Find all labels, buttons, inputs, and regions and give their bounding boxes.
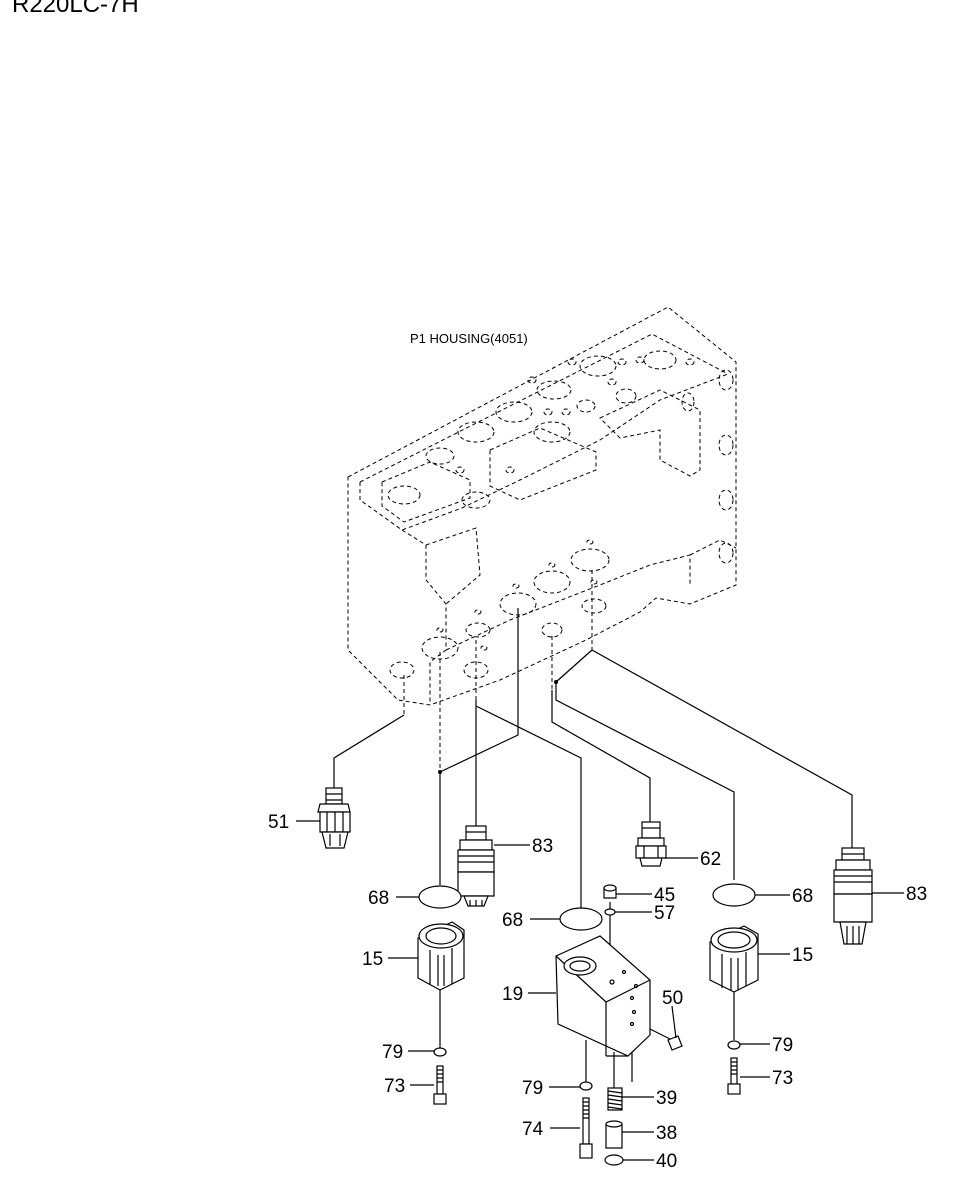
callout-40: 40 xyxy=(656,1151,677,1172)
callout-73-right: 73 xyxy=(772,1068,793,1089)
part-73-bolt-right xyxy=(727,1057,741,1095)
housing-label: P1 HOUSING(4051) xyxy=(410,331,528,346)
callout-15-left: 15 xyxy=(362,949,383,970)
part-15-cap-left xyxy=(417,921,465,991)
part-50-plug xyxy=(667,1035,683,1051)
part-79-washer-middle xyxy=(579,1081,593,1091)
model-title: R220LC-7H xyxy=(12,0,139,18)
part-83-cartridge-right xyxy=(833,847,873,945)
part-83-cartridge-left xyxy=(457,825,495,907)
part-79-washer-left xyxy=(433,1047,447,1057)
callout-62: 62 xyxy=(700,849,721,870)
callout-83-left: 83 xyxy=(532,836,553,857)
part-68-oring-right xyxy=(712,883,756,907)
callout-45: 45 xyxy=(654,885,675,906)
callout-79-left: 79 xyxy=(382,1042,403,1063)
callout-19: 19 xyxy=(502,984,523,1005)
part-57-oring xyxy=(604,908,616,916)
callouts: 51 83 62 83 68 68 68 45 57 15 15 19 50 7… xyxy=(268,812,927,1172)
part-40-ring xyxy=(604,1154,624,1166)
callout-68-left: 68 xyxy=(368,888,389,909)
part-68-oring-left xyxy=(418,885,462,909)
part-62-plug xyxy=(635,821,667,867)
callout-57: 57 xyxy=(654,903,675,924)
part-15-cap-right xyxy=(709,925,759,993)
part-51-plug xyxy=(317,787,351,849)
part-68-oring-middle xyxy=(559,907,603,931)
callout-79-right: 79 xyxy=(772,1035,793,1056)
p1-housing xyxy=(347,306,737,706)
callout-79-middle: 79 xyxy=(522,1078,543,1099)
callout-38: 38 xyxy=(656,1123,677,1144)
callout-50: 50 xyxy=(662,988,683,1009)
callout-73-left: 73 xyxy=(384,1076,405,1097)
callout-68-middle: 68 xyxy=(502,910,523,931)
callout-74: 74 xyxy=(522,1119,544,1140)
leader-lines xyxy=(296,820,904,1161)
callout-68-right: 68 xyxy=(792,886,813,907)
callout-15-right: 15 xyxy=(792,945,813,966)
part-73-bolt-left xyxy=(433,1065,447,1105)
part-38-pin xyxy=(605,1120,623,1149)
part-39-spring xyxy=(607,1087,623,1111)
callout-51: 51 xyxy=(268,812,289,833)
part-74-bolt xyxy=(579,1097,593,1159)
callout-39: 39 xyxy=(656,1088,677,1109)
callout-83-right: 83 xyxy=(906,884,927,905)
assembly-lines xyxy=(333,570,853,1090)
part-45-plug xyxy=(603,884,617,899)
part-79-washer-right xyxy=(727,1040,741,1050)
part-19-block xyxy=(555,935,651,1057)
